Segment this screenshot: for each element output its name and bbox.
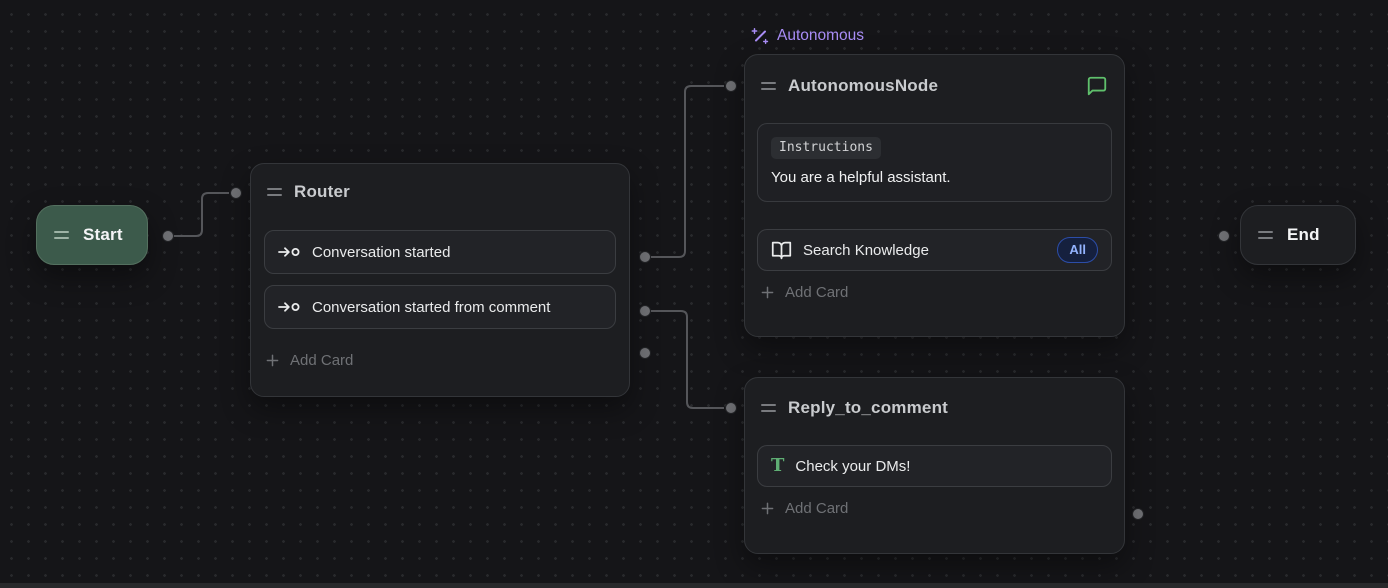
node-router[interactable]: Router Conversation started Conversation… bbox=[250, 163, 630, 397]
wand-sparkles-icon bbox=[751, 28, 769, 45]
node-header: Router bbox=[251, 164, 629, 202]
reply-text-card[interactable]: T Check your DMs! bbox=[757, 445, 1112, 487]
autonomous-tag: Autonomous bbox=[751, 27, 864, 45]
router-card-conversation-started[interactable]: Conversation started bbox=[264, 230, 616, 274]
trigger-arrow-icon bbox=[278, 302, 300, 312]
add-card-button[interactable]: Add Card bbox=[745, 271, 1124, 314]
router-card-conversation-started-from-comment[interactable]: Conversation started from comment bbox=[264, 285, 616, 329]
port-end-input[interactable] bbox=[1218, 230, 1230, 242]
wire-router-to-reply bbox=[651, 310, 724, 409]
drag-handle-icon[interactable] bbox=[54, 231, 69, 239]
node-title: Start bbox=[83, 225, 123, 244]
drag-handle-icon[interactable] bbox=[267, 188, 282, 196]
node-end[interactable]: End bbox=[1240, 205, 1356, 265]
instructions-text: You are a helpful assistant. bbox=[771, 169, 951, 186]
node-start[interactable]: Start bbox=[36, 205, 148, 265]
drag-handle-icon[interactable] bbox=[1258, 231, 1273, 239]
node-header: AutonomousNode bbox=[745, 55, 1124, 97]
book-open-icon bbox=[771, 241, 792, 259]
add-card-label: Add Card bbox=[290, 352, 354, 369]
bottom-edge-bar bbox=[0, 583, 1388, 588]
card-label: Conversation started bbox=[312, 243, 451, 261]
instructions-card[interactable]: Instructions You are a helpful assistant… bbox=[757, 123, 1112, 202]
card-list: Conversation started Conversation starte… bbox=[251, 202, 629, 329]
node-reply-to-comment[interactable]: Reply_to_comment T Check your DMs! Add C… bbox=[744, 377, 1125, 554]
node-header: Reply_to_comment bbox=[745, 378, 1124, 418]
plus-icon bbox=[761, 286, 774, 299]
node-title: Reply_to_comment bbox=[788, 398, 949, 417]
add-card-label: Add Card bbox=[785, 284, 849, 301]
message-square-icon[interactable] bbox=[1086, 75, 1108, 97]
port-autonomous-input[interactable] bbox=[725, 80, 737, 92]
port-router-output-1[interactable] bbox=[639, 251, 651, 263]
port-start-output[interactable] bbox=[162, 230, 174, 242]
drag-handle-icon[interactable] bbox=[761, 82, 776, 90]
drag-handle-icon[interactable] bbox=[761, 404, 776, 412]
node-title: Router bbox=[294, 182, 350, 201]
card-label: Search Knowledge bbox=[803, 241, 929, 259]
add-card-button[interactable]: Add Card bbox=[745, 487, 1124, 530]
wire-router-to-autonomous bbox=[651, 85, 724, 258]
instructions-field-label: Instructions bbox=[771, 137, 881, 159]
wire-start-to-router bbox=[168, 192, 229, 237]
card-label: Conversation started from comment bbox=[312, 298, 551, 316]
trigger-arrow-icon bbox=[278, 247, 300, 257]
port-reply-output[interactable] bbox=[1132, 508, 1144, 520]
card-label: Check your DMs! bbox=[795, 457, 911, 475]
autonomous-tag-label: Autonomous bbox=[777, 27, 865, 44]
port-router-input[interactable] bbox=[230, 187, 242, 199]
port-reply-input[interactable] bbox=[725, 402, 737, 414]
search-knowledge-card[interactable]: Search Knowledge All bbox=[757, 229, 1112, 271]
node-title: AutonomousNode bbox=[788, 76, 939, 95]
plus-icon bbox=[266, 354, 279, 367]
plus-icon bbox=[761, 502, 774, 515]
port-router-output-3[interactable] bbox=[639, 347, 651, 359]
text-T-icon: T bbox=[771, 455, 785, 476]
node-autonomous[interactable]: AutonomousNode Instructions You are a he… bbox=[744, 54, 1125, 337]
add-card-button[interactable]: Add Card bbox=[251, 340, 629, 380]
port-router-output-2[interactable] bbox=[639, 305, 651, 317]
add-card-label: Add Card bbox=[785, 500, 849, 517]
knowledge-scope-badge[interactable]: All bbox=[1057, 237, 1098, 263]
node-title: End bbox=[1287, 225, 1320, 244]
